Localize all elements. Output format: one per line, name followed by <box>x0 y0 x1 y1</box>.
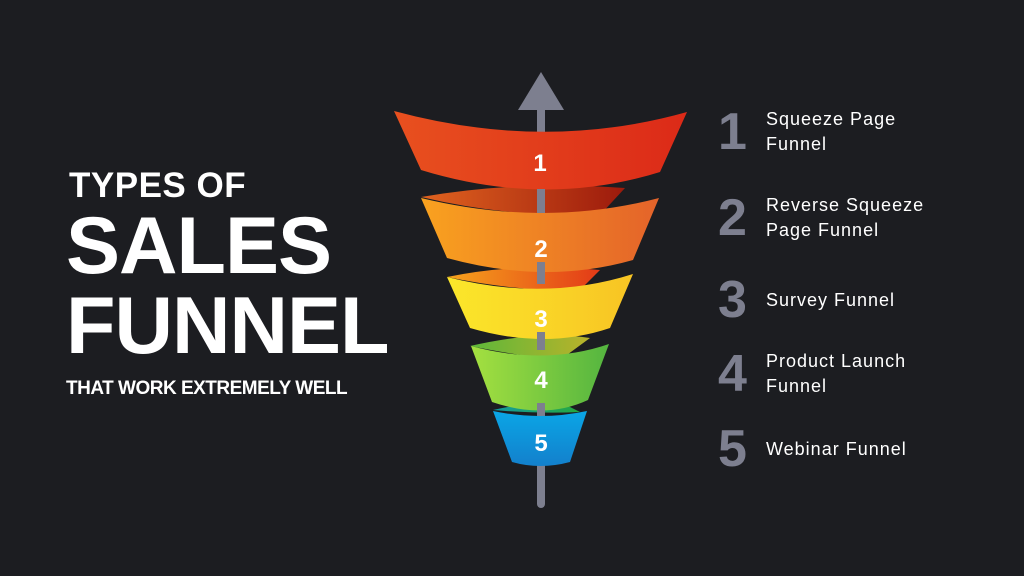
funnel-band-5-number: 5 <box>534 430 547 457</box>
list-item-2: 2 Reverse Squeeze Page Funnel <box>718 192 1018 244</box>
funnel-band-2 <box>421 198 659 273</box>
list-item-4: 4 Product Launch Funnel <box>718 348 1018 400</box>
funnel-band-1-number: 1 <box>533 150 546 177</box>
title-block: TYPES OF SALES FUNNEL THAT WORK EXTREMEL… <box>66 166 389 400</box>
list-item-5: 5 Webinar Funnel <box>718 423 1018 475</box>
list-item-number: 5 <box>718 420 747 478</box>
list-item-label: Product Launch Funnel <box>766 351 907 396</box>
title-line-sales: SALES <box>66 201 332 291</box>
funnel-band-5 <box>493 411 587 466</box>
funnel-band-4 <box>471 344 609 411</box>
list-item-number: 3 <box>718 271 747 329</box>
list-item-3: 3 Survey Funnel <box>718 274 1018 326</box>
list-item-number: 1 <box>718 103 747 161</box>
funnel-band-4-number: 4 <box>534 367 548 394</box>
title-subtitle: THAT WORK EXTREMELY WELL <box>66 378 348 399</box>
list-item-label: Reverse Squeeze Page Funnel <box>766 195 925 240</box>
funnel-band-1 <box>394 111 687 190</box>
list-item-number: 2 <box>718 189 747 247</box>
funnel-band-2-number: 2 <box>534 236 547 263</box>
list-item-label: Webinar Funnel <box>766 438 907 459</box>
funnel-band-3-number: 3 <box>534 306 547 333</box>
funnel-band-3 <box>447 274 633 339</box>
title-line-types-of: TYPES OF <box>69 166 247 205</box>
title-line-funnel: FUNNEL <box>66 281 389 371</box>
list-item-label: Survey Funnel <box>766 289 896 310</box>
list-item-1: 1 Squeeze Page Funnel <box>718 106 1018 158</box>
list-item-number: 4 <box>718 345 747 403</box>
list-item-label: Squeeze Page Funnel <box>766 109 897 154</box>
